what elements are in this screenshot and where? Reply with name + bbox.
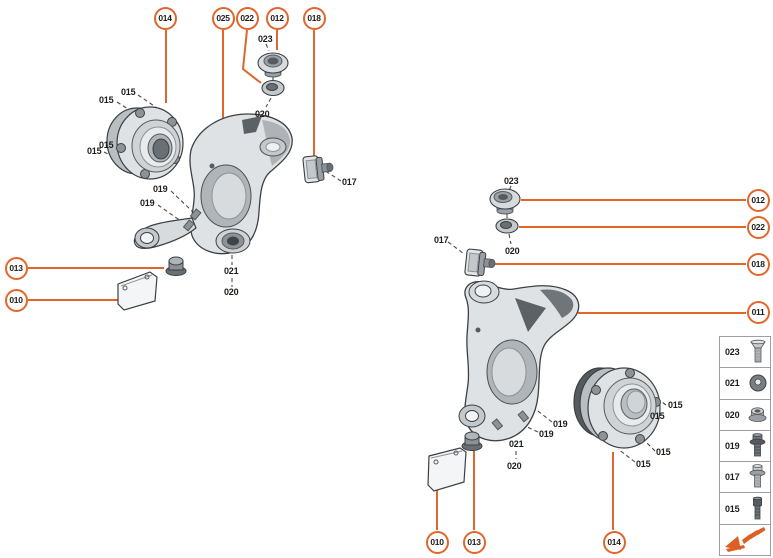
callout-014-left[interactable]: 014 bbox=[153, 7, 177, 30]
left-washer bbox=[261, 79, 285, 97]
part-label-020: 020 bbox=[224, 287, 239, 297]
right-ball-joint bbox=[489, 188, 521, 215]
callout-010-left[interactable]: 010 bbox=[4, 288, 28, 312]
left-clamp-block bbox=[302, 155, 334, 184]
callout-011-right[interactable]: 011 bbox=[746, 300, 770, 324]
callout-013-left[interactable]: 013 bbox=[4, 256, 28, 280]
callout-012-right[interactable]: 012 bbox=[746, 188, 770, 212]
cylinder-bolt-icon bbox=[748, 496, 767, 522]
right-flange-nut bbox=[461, 431, 483, 451]
part-label-017: 017 bbox=[434, 235, 449, 245]
callout-014-bottom[interactable]: 014 bbox=[602, 530, 626, 554]
flange-nut-icon bbox=[748, 402, 767, 428]
legend-label-020: 020 bbox=[725, 409, 740, 420]
flange-bolt-icon bbox=[748, 464, 767, 490]
right-steering-knuckle bbox=[458, 280, 580, 442]
part-label-019: 019 bbox=[553, 419, 568, 429]
left-hub-bearing bbox=[106, 106, 184, 180]
part-label-015: 015 bbox=[636, 459, 651, 469]
legend-row-023[interactable]: 023 bbox=[720, 337, 770, 369]
part-label-015: 015 bbox=[121, 87, 136, 97]
part-label-015: 015 bbox=[650, 411, 665, 421]
right-washer bbox=[495, 218, 519, 234]
flange-bolt-icon bbox=[748, 433, 767, 459]
callout-022-left[interactable]: 022 bbox=[235, 7, 259, 30]
callout-025-left[interactable]: 025 bbox=[211, 7, 235, 30]
right-splash-shield bbox=[427, 447, 467, 492]
callout-013-bottom[interactable]: 013 bbox=[462, 530, 486, 554]
legend-label-019: 019 bbox=[725, 440, 740, 451]
legend-label-017: 017 bbox=[725, 472, 740, 483]
part-label-015: 015 bbox=[99, 95, 114, 105]
part-label-020: 020 bbox=[255, 109, 270, 119]
countersunk-screw-icon bbox=[749, 339, 767, 365]
part-label-020: 020 bbox=[505, 246, 520, 256]
legend-label-021: 021 bbox=[725, 378, 740, 389]
part-label-020: 020 bbox=[507, 461, 522, 471]
left-flange-nut bbox=[165, 256, 187, 276]
part-label-015: 015 bbox=[656, 447, 671, 457]
part-label-017: 017 bbox=[342, 177, 357, 187]
orange-arrow-logo bbox=[723, 526, 767, 553]
part-label-023: 023 bbox=[504, 176, 519, 186]
callout-018-left[interactable]: 018 bbox=[302, 7, 326, 30]
part-label-015: 015 bbox=[87, 146, 102, 156]
part-label-021: 021 bbox=[509, 439, 524, 449]
part-label-023: 023 bbox=[258, 34, 273, 44]
legend-row-017[interactable]: 017 bbox=[720, 462, 770, 494]
left-ball-joint bbox=[257, 52, 289, 78]
right-hub-bearing bbox=[573, 367, 661, 449]
part-label-015: 015 bbox=[99, 140, 114, 150]
right-clamp-block bbox=[464, 248, 496, 277]
part-label-021: 021 bbox=[224, 266, 239, 276]
legend-label-015: 015 bbox=[725, 503, 740, 514]
legend-label-023: 023 bbox=[725, 347, 740, 358]
callout-012-left[interactable]: 012 bbox=[265, 7, 289, 30]
legend-logo-cell bbox=[720, 525, 770, 555]
part-label-019: 019 bbox=[539, 429, 554, 439]
washer-icon bbox=[749, 370, 767, 396]
part-label-019: 019 bbox=[140, 198, 155, 208]
part-label-019: 019 bbox=[153, 184, 168, 194]
parts-legend-table: 023 021 020 bbox=[719, 336, 771, 556]
left-splash-shield bbox=[117, 271, 158, 311]
legend-row-015[interactable]: 015 bbox=[720, 493, 770, 525]
part-label-015: 015 bbox=[668, 400, 683, 410]
legend-row-021[interactable]: 021 bbox=[720, 368, 770, 400]
callout-018-right[interactable]: 018 bbox=[746, 252, 770, 276]
legend-row-020[interactable]: 020 bbox=[720, 400, 770, 431]
legend-row-019[interactable]: 019 bbox=[720, 431, 770, 463]
left-steering-knuckle bbox=[133, 113, 293, 255]
callout-022-right[interactable]: 022 bbox=[746, 215, 770, 239]
callout-010-bottom[interactable]: 010 bbox=[425, 530, 449, 554]
